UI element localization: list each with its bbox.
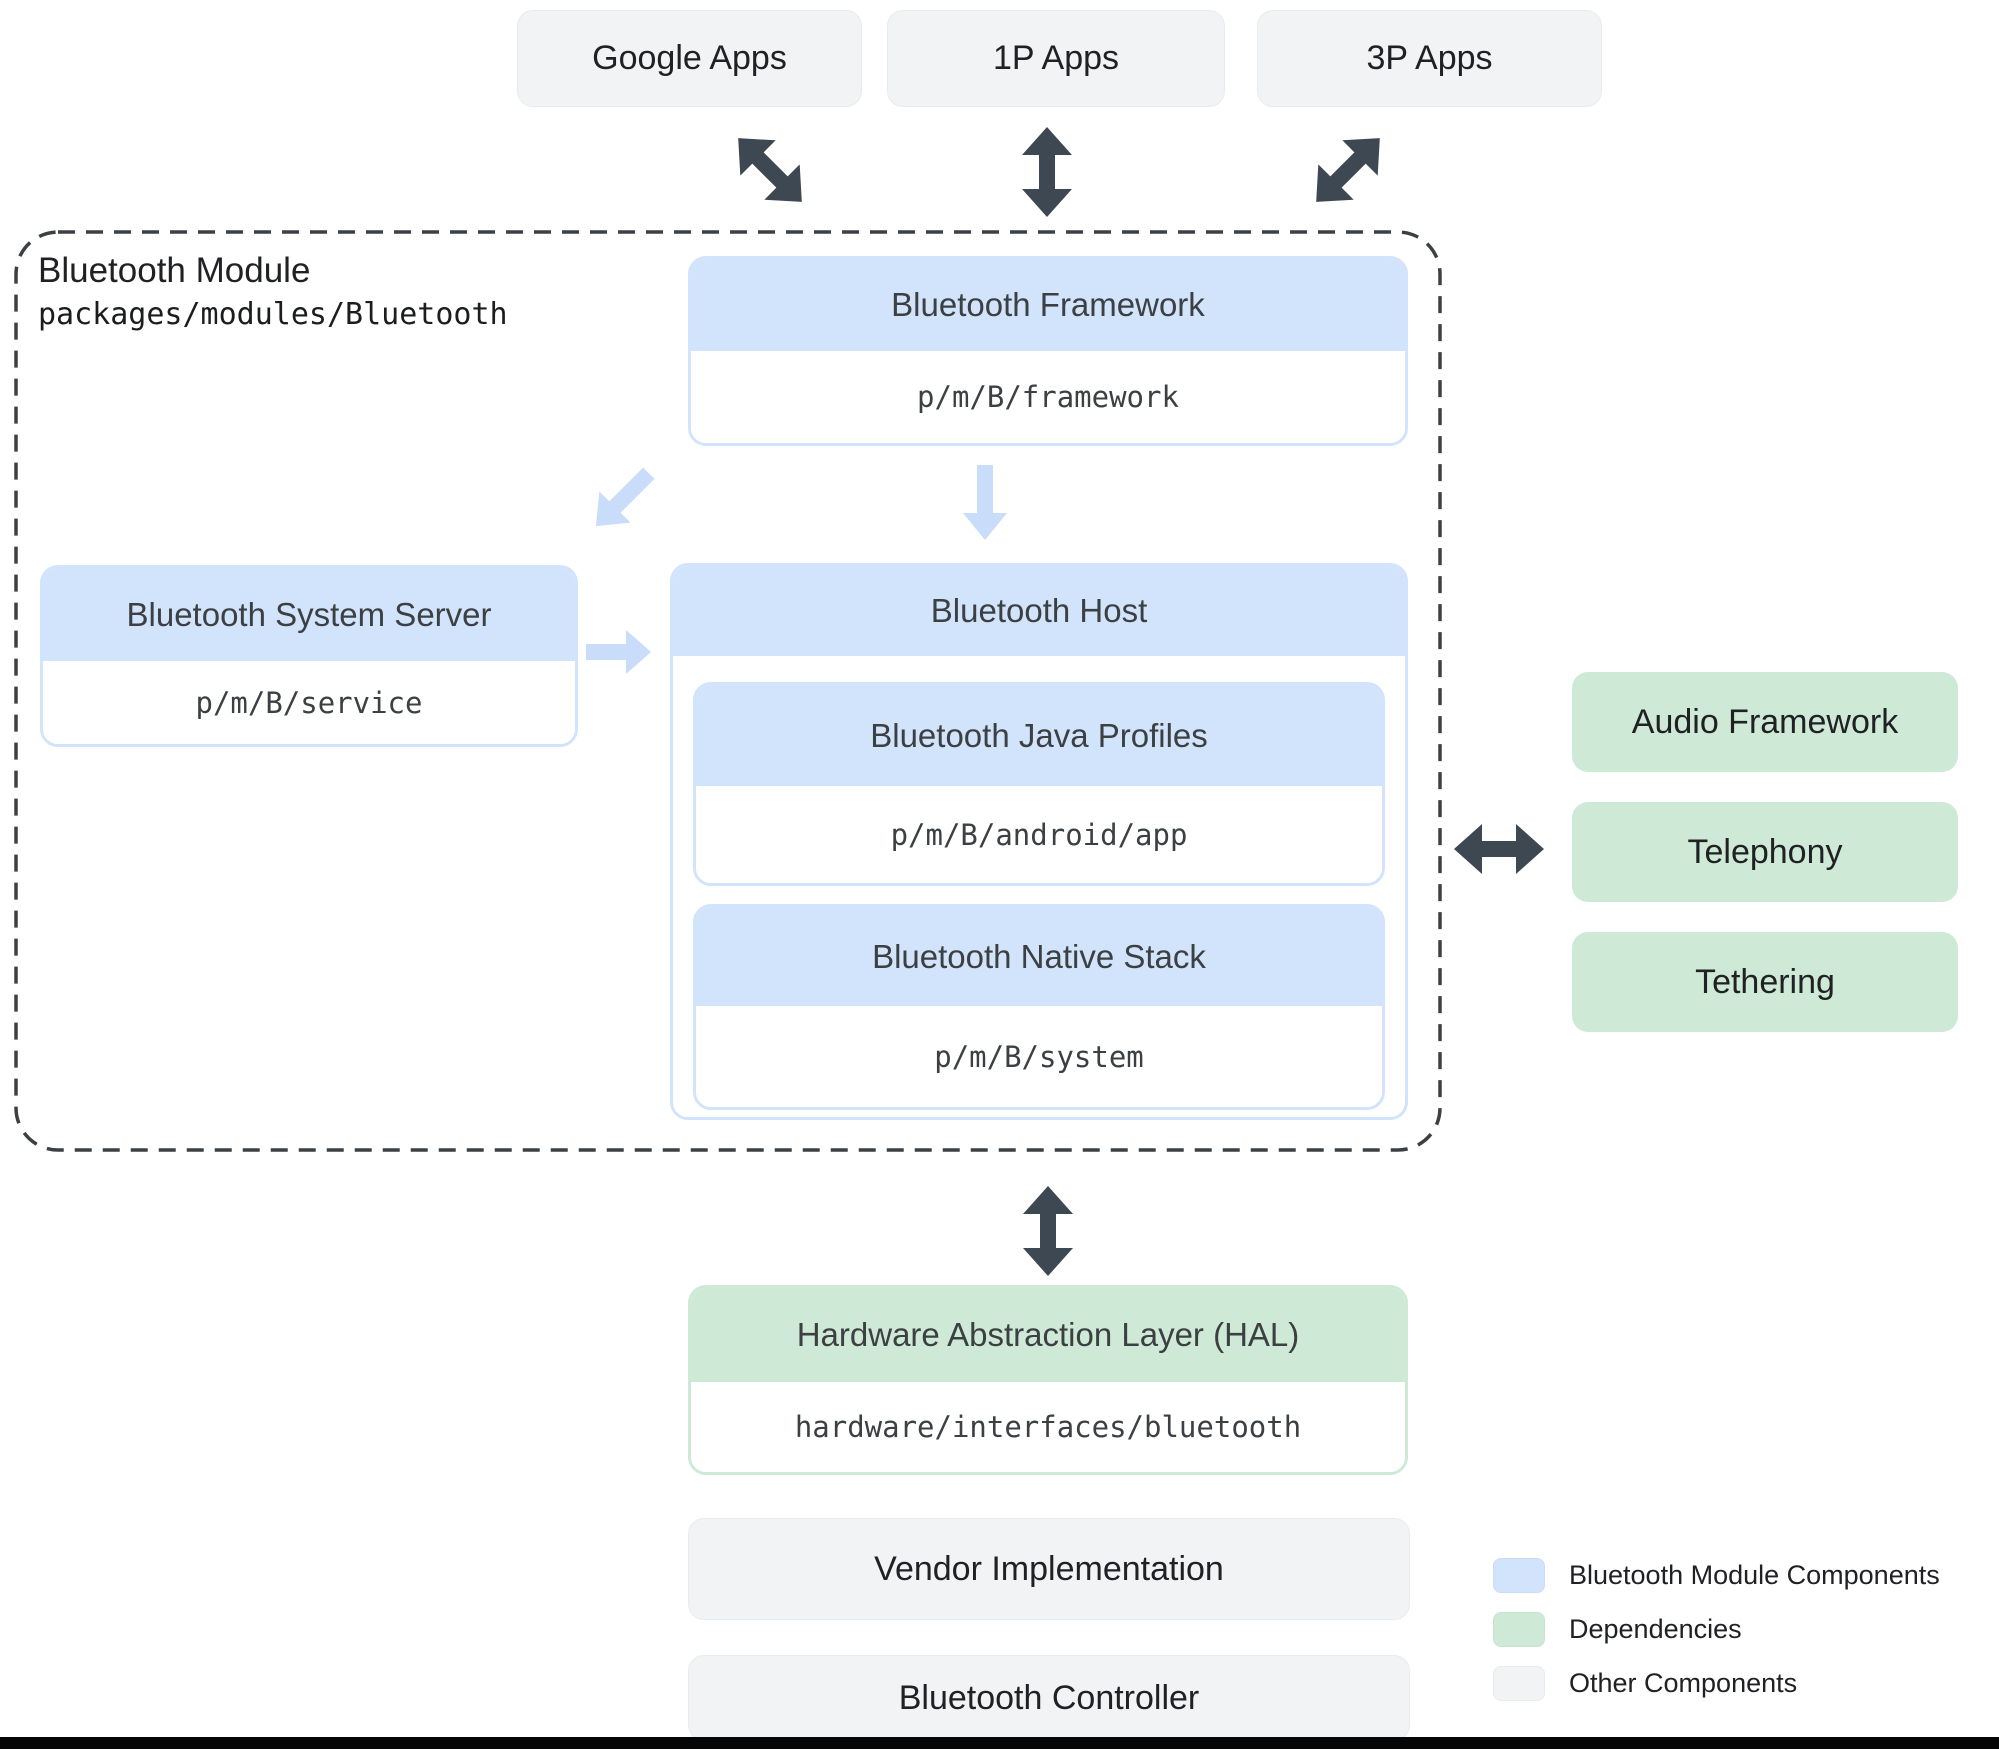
screenshot-bottom-bar — [0, 1737, 1999, 1749]
bluetooth-system-server-path: p/m/B/service — [43, 661, 575, 744]
legend-label-dependencies: Dependencies — [1569, 1614, 1742, 1644]
bluetooth-framework-header: Bluetooth Framework — [691, 259, 1405, 351]
bluetooth-module-caption: Bluetooth Module packages/modules/Blueto… — [38, 248, 508, 336]
bluetooth-system-server-header: Bluetooth System Server — [43, 568, 575, 661]
bluetooth-java-profiles-path: p/m/B/android/app — [696, 786, 1382, 883]
bluetooth-framework-title: Bluetooth Framework — [891, 286, 1205, 323]
module-dependencies-bidirectional-arrow-icon — [1454, 824, 1544, 874]
tethering-box: Tethering — [1572, 932, 1958, 1032]
bluetooth-system-server-title: Bluetooth System Server — [126, 595, 492, 633]
bluetooth-framework-path: p/m/B/framework — [691, 351, 1405, 443]
legend-label-module-components: Bluetooth Module Components — [1569, 1560, 1940, 1590]
bluetooth-native-stack-title: Bluetooth Native Stack — [872, 937, 1206, 975]
hal-path: hardware/interfaces/bluetooth — [691, 1382, 1405, 1472]
legend-item-module-components: Bluetooth Module Components — [1493, 1558, 1940, 1593]
bluetooth-java-profiles-title: Bluetooth Java Profiles — [870, 716, 1208, 754]
legend-label-other-components: Other Components — [1569, 1668, 1798, 1698]
1p-apps-label: 1P Apps — [992, 39, 1120, 77]
bluetooth-host-header: Bluetooth Host — [673, 566, 1405, 656]
3p-apps-bidirectional-arrow-icon — [1316, 138, 1380, 202]
legend-swatch-blue — [1493, 1558, 1545, 1593]
bluetooth-java-profiles-card: Bluetooth Java Profiles p/m/B/android/ap… — [693, 682, 1385, 886]
legend-swatch-gray — [1493, 1666, 1545, 1701]
bluetooth-host-body: Bluetooth Java Profiles p/m/B/android/ap… — [673, 656, 1405, 1117]
hal-card: Hardware Abstraction Layer (HAL) hardwar… — [688, 1285, 1408, 1475]
hal-header: Hardware Abstraction Layer (HAL) — [691, 1288, 1405, 1382]
3p-apps-box: 3P Apps — [1257, 10, 1602, 107]
google-apps-label: Google Apps — [592, 39, 787, 77]
bluetooth-host-card: Bluetooth Host Bluetooth Java Profiles p… — [670, 563, 1408, 1120]
audio-framework-box: Audio Framework — [1572, 672, 1958, 772]
telephony-label: Telephony — [1687, 832, 1843, 871]
system-server-to-host-arrow-icon — [586, 630, 651, 674]
1p-apps-box: 1P Apps — [887, 10, 1225, 107]
tethering-label: Tethering — [1695, 962, 1835, 1001]
vendor-implementation-box: Vendor Implementation — [688, 1518, 1410, 1620]
bluetooth-framework-card: Bluetooth Framework p/m/B/framework — [688, 256, 1408, 446]
telephony-box: Telephony — [1572, 802, 1958, 902]
bluetooth-module-path: packages/modules/Bluetooth — [38, 297, 508, 332]
3p-apps-label: 3P Apps — [1366, 39, 1493, 77]
bluetooth-system-server-card: Bluetooth System Server p/m/B/service — [40, 565, 578, 747]
bluetooth-controller-box: Bluetooth Controller — [688, 1655, 1410, 1741]
bluetooth-native-stack-header: Bluetooth Native Stack — [696, 907, 1382, 1006]
legend-swatch-green — [1493, 1612, 1545, 1647]
bluetooth-module-title: Bluetooth Module — [38, 251, 311, 290]
module-hal-bidirectional-arrow-icon — [1023, 1186, 1073, 1276]
bluetooth-controller-label: Bluetooth Controller — [898, 1678, 1200, 1717]
1p-apps-bidirectional-arrow-icon — [1022, 127, 1072, 217]
framework-to-host-arrow-icon — [963, 465, 1007, 540]
framework-to-system-server-arrow-icon — [595, 467, 655, 527]
bluetooth-host-title: Bluetooth Host — [930, 592, 1148, 629]
vendor-implementation-label: Vendor Implementation — [874, 1549, 1224, 1588]
bluetooth-native-stack-path: p/m/B/system — [696, 1006, 1382, 1107]
google-apps-box: Google Apps — [517, 10, 862, 107]
google-apps-bidirectional-arrow-icon — [738, 138, 802, 202]
bluetooth-java-profiles-header: Bluetooth Java Profiles — [696, 685, 1382, 786]
legend-item-dependencies: Dependencies — [1493, 1612, 1742, 1647]
audio-framework-label: Audio Framework — [1631, 702, 1899, 741]
legend-item-other-components: Other Components — [1493, 1666, 1797, 1701]
hal-title: Hardware Abstraction Layer (HAL) — [796, 1316, 1300, 1353]
bluetooth-native-stack-card: Bluetooth Native Stack p/m/B/system — [693, 904, 1385, 1110]
